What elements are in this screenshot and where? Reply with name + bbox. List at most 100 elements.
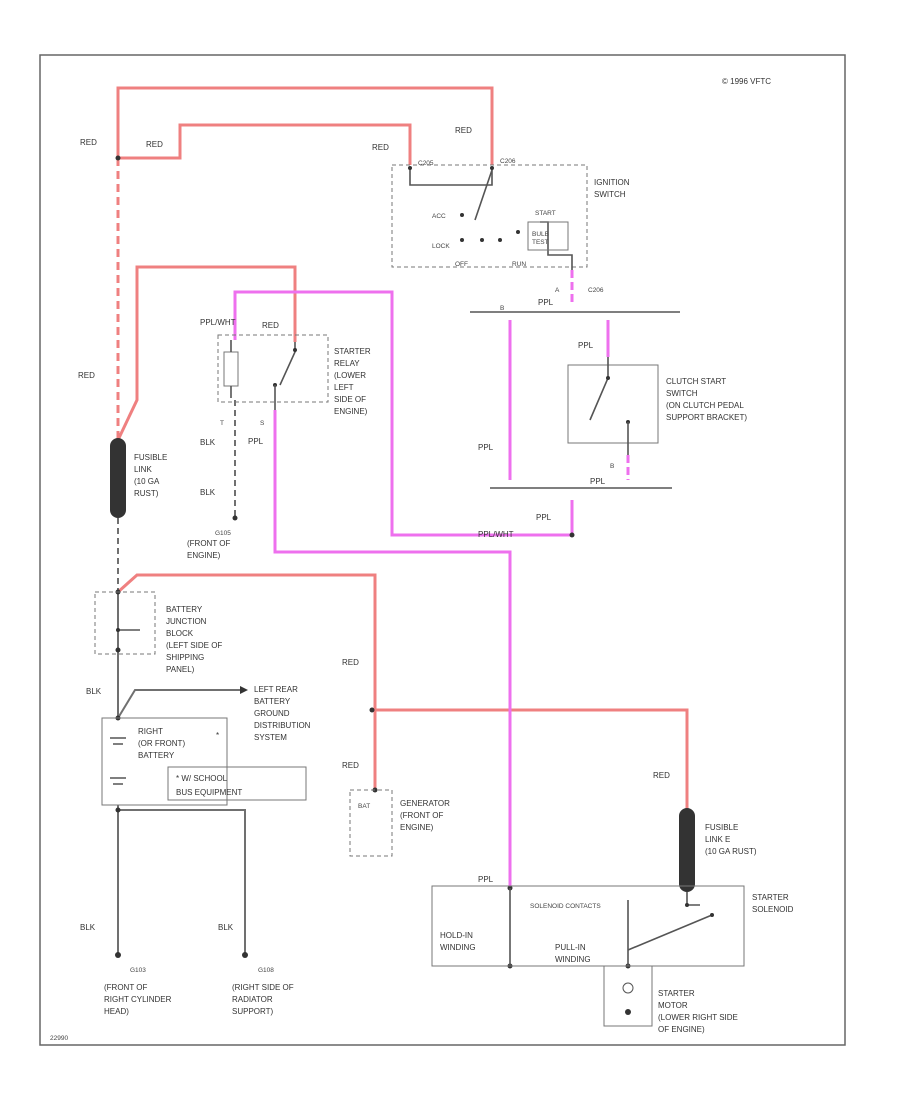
svg-text:STARTER: STARTER <box>334 347 371 356</box>
starter-relay: STARTER RELAY (LOWER LEFT SIDE OF ENGINE… <box>217 334 371 427</box>
svg-text:G105: G105 <box>215 530 231 537</box>
ground-distribution: LEFT REAR BATTERY GROUND DISTRIBUTION SY… <box>216 685 311 742</box>
svg-text:(FRONT OF: (FRONT OF <box>104 983 148 992</box>
svg-text:BUS EQUIPMENT: BUS EQUIPMENT <box>176 788 242 797</box>
ground-g103: G103 (FRONT OF RIGHT CYLINDER HEAD) <box>104 967 172 1016</box>
svg-text:SYSTEM: SYSTEM <box>254 733 287 742</box>
svg-text:(ON CLUTCH PEDAL: (ON CLUTCH PEDAL <box>666 401 744 410</box>
svg-text:LINK: LINK <box>134 465 152 474</box>
fusible-link-2: FUSIBLE LINK E (10 GA RUST) <box>679 808 757 892</box>
svg-text:GROUND: GROUND <box>254 709 290 718</box>
wire-ppl-solenoid <box>273 410 512 888</box>
svg-text:HEAD): HEAD) <box>104 1007 129 1016</box>
svg-text:ENGINE): ENGINE) <box>334 407 368 416</box>
svg-text:ACC: ACC <box>432 213 446 220</box>
svg-text:BLK: BLK <box>86 687 102 696</box>
svg-text:BAT: BAT <box>358 803 370 810</box>
svg-text:*: * <box>216 731 219 740</box>
svg-text:BATTERY: BATTERY <box>166 605 203 614</box>
svg-text:RED: RED <box>342 658 359 667</box>
svg-text:RED: RED <box>78 371 95 380</box>
svg-text:LEFT REAR: LEFT REAR <box>254 685 298 694</box>
svg-text:WINDING: WINDING <box>440 943 476 952</box>
svg-text:BULB: BULB <box>532 231 549 238</box>
svg-text:G103: G103 <box>130 967 146 974</box>
ground-g105: G105 (FRONT OF ENGINE) <box>187 530 231 560</box>
svg-text:SOLENOID: SOLENOID <box>752 905 794 914</box>
svg-text:OFF: OFF <box>455 261 468 268</box>
svg-text:START: START <box>535 210 556 217</box>
svg-text:STARTER: STARTER <box>658 989 695 998</box>
svg-text:PULL-IN: PULL-IN <box>555 943 586 952</box>
svg-text:RIGHT CYLINDER: RIGHT CYLINDER <box>104 995 172 1004</box>
svg-text:DISTRIBUTION: DISTRIBUTION <box>254 721 311 730</box>
wire-red-top <box>116 86 494 165</box>
svg-text:SWITCH: SWITCH <box>666 389 698 398</box>
svg-text:PANEL): PANEL) <box>166 665 195 674</box>
wire-labels: RED RED RED RED RED RED RED RED RED PPL/… <box>78 126 670 932</box>
svg-text:SHIPPING: SHIPPING <box>166 653 204 662</box>
svg-text:STARTER: STARTER <box>752 893 789 902</box>
ppl-wires <box>233 270 630 888</box>
svg-text:RED: RED <box>262 321 279 330</box>
svg-text:SOLENOID CONTACTS: SOLENOID CONTACTS <box>530 903 601 910</box>
svg-text:G108: G108 <box>258 967 274 974</box>
svg-text:RED: RED <box>455 126 472 135</box>
ignition-switch: C205 C206 ACC LOCK OFF START BULB TEST R… <box>391 158 630 312</box>
svg-text:T: T <box>220 420 224 427</box>
wire-blk-g108 <box>118 809 246 955</box>
svg-text:PPL: PPL <box>248 437 264 446</box>
svg-text:S: S <box>260 420 265 427</box>
svg-text:PPL: PPL <box>478 875 494 884</box>
fusible-link-1: FUSIBLE LINK (10 GA RUST) <box>110 438 167 518</box>
svg-text:BLK: BLK <box>200 438 216 447</box>
svg-text:OF ENGINE): OF ENGINE) <box>658 1025 705 1034</box>
wire-ppl-wht <box>233 290 574 537</box>
svg-text:ENGINE): ENGINE) <box>400 823 434 832</box>
svg-text:(FRONT OF: (FRONT OF <box>400 811 444 820</box>
svg-text:PPL: PPL <box>478 443 494 452</box>
svg-text:* W/ SCHOOL: * W/ SCHOOL <box>176 774 228 783</box>
svg-text:B: B <box>610 463 614 470</box>
svg-text:RADIATOR: RADIATOR <box>232 995 273 1004</box>
svg-text:RUST): RUST) <box>134 489 159 498</box>
svg-text:FUSIBLE: FUSIBLE <box>134 453 167 462</box>
svg-text:RED: RED <box>146 140 163 149</box>
figure-id: 22990 <box>50 1035 68 1042</box>
svg-text:MOTOR: MOTOR <box>658 1001 688 1010</box>
svg-text:RIGHT: RIGHT <box>138 727 163 736</box>
svg-text:PPL: PPL <box>578 341 594 350</box>
diagram-frame <box>39 54 846 1046</box>
svg-text:BATTERY: BATTERY <box>254 697 291 706</box>
svg-text:(OR FRONT): (OR FRONT) <box>138 739 185 748</box>
svg-text:SWITCH: SWITCH <box>594 190 626 199</box>
wire-red-generator <box>116 573 377 790</box>
svg-text:PPL/WHT: PPL/WHT <box>200 318 236 327</box>
starter-solenoid: STARTER SOLENOID SOLENOID CONTACTS HOLD-… <box>431 885 794 967</box>
svg-text:BLOCK: BLOCK <box>166 629 194 638</box>
wire-red-ignition-left <box>118 123 412 165</box>
junction-dots <box>115 155 631 969</box>
svg-text:SIDE OF: SIDE OF <box>334 395 366 404</box>
battery: RIGHT (OR FRONT) BATTERY * W/ SCHOOL BUS… <box>101 717 307 806</box>
svg-text:RELAY: RELAY <box>334 359 360 368</box>
svg-text:SUPPORT): SUPPORT) <box>232 1007 274 1016</box>
svg-text:RED: RED <box>80 138 97 147</box>
ground-g108: G108 (RIGHT SIDE OF RADIATOR SUPPORT) <box>232 967 294 1016</box>
starter-motor: STARTER MOTOR (LOWER RIGHT SIDE OF ENGIN… <box>603 965 738 1034</box>
svg-text:PPL: PPL <box>590 477 606 486</box>
svg-text:IGNITION: IGNITION <box>594 178 630 187</box>
wire-red-fusible-e <box>372 708 689 815</box>
svg-text:BATTERY: BATTERY <box>138 751 175 760</box>
svg-text:SUPPORT BRACKET): SUPPORT BRACKET) <box>666 413 747 422</box>
svg-text:C206: C206 <box>500 158 516 165</box>
svg-text:PPL: PPL <box>538 298 554 307</box>
svg-text:RED: RED <box>342 761 359 770</box>
svg-text:(FRONT OF: (FRONT OF <box>187 539 231 548</box>
blk-wires <box>117 311 680 955</box>
svg-text:B: B <box>500 305 504 312</box>
svg-text:RED: RED <box>372 143 389 152</box>
svg-text:C205: C205 <box>418 160 434 167</box>
svg-text:(LEFT SIDE OF: (LEFT SIDE OF <box>166 641 222 650</box>
svg-text:(10 GA RUST): (10 GA RUST) <box>705 847 757 856</box>
